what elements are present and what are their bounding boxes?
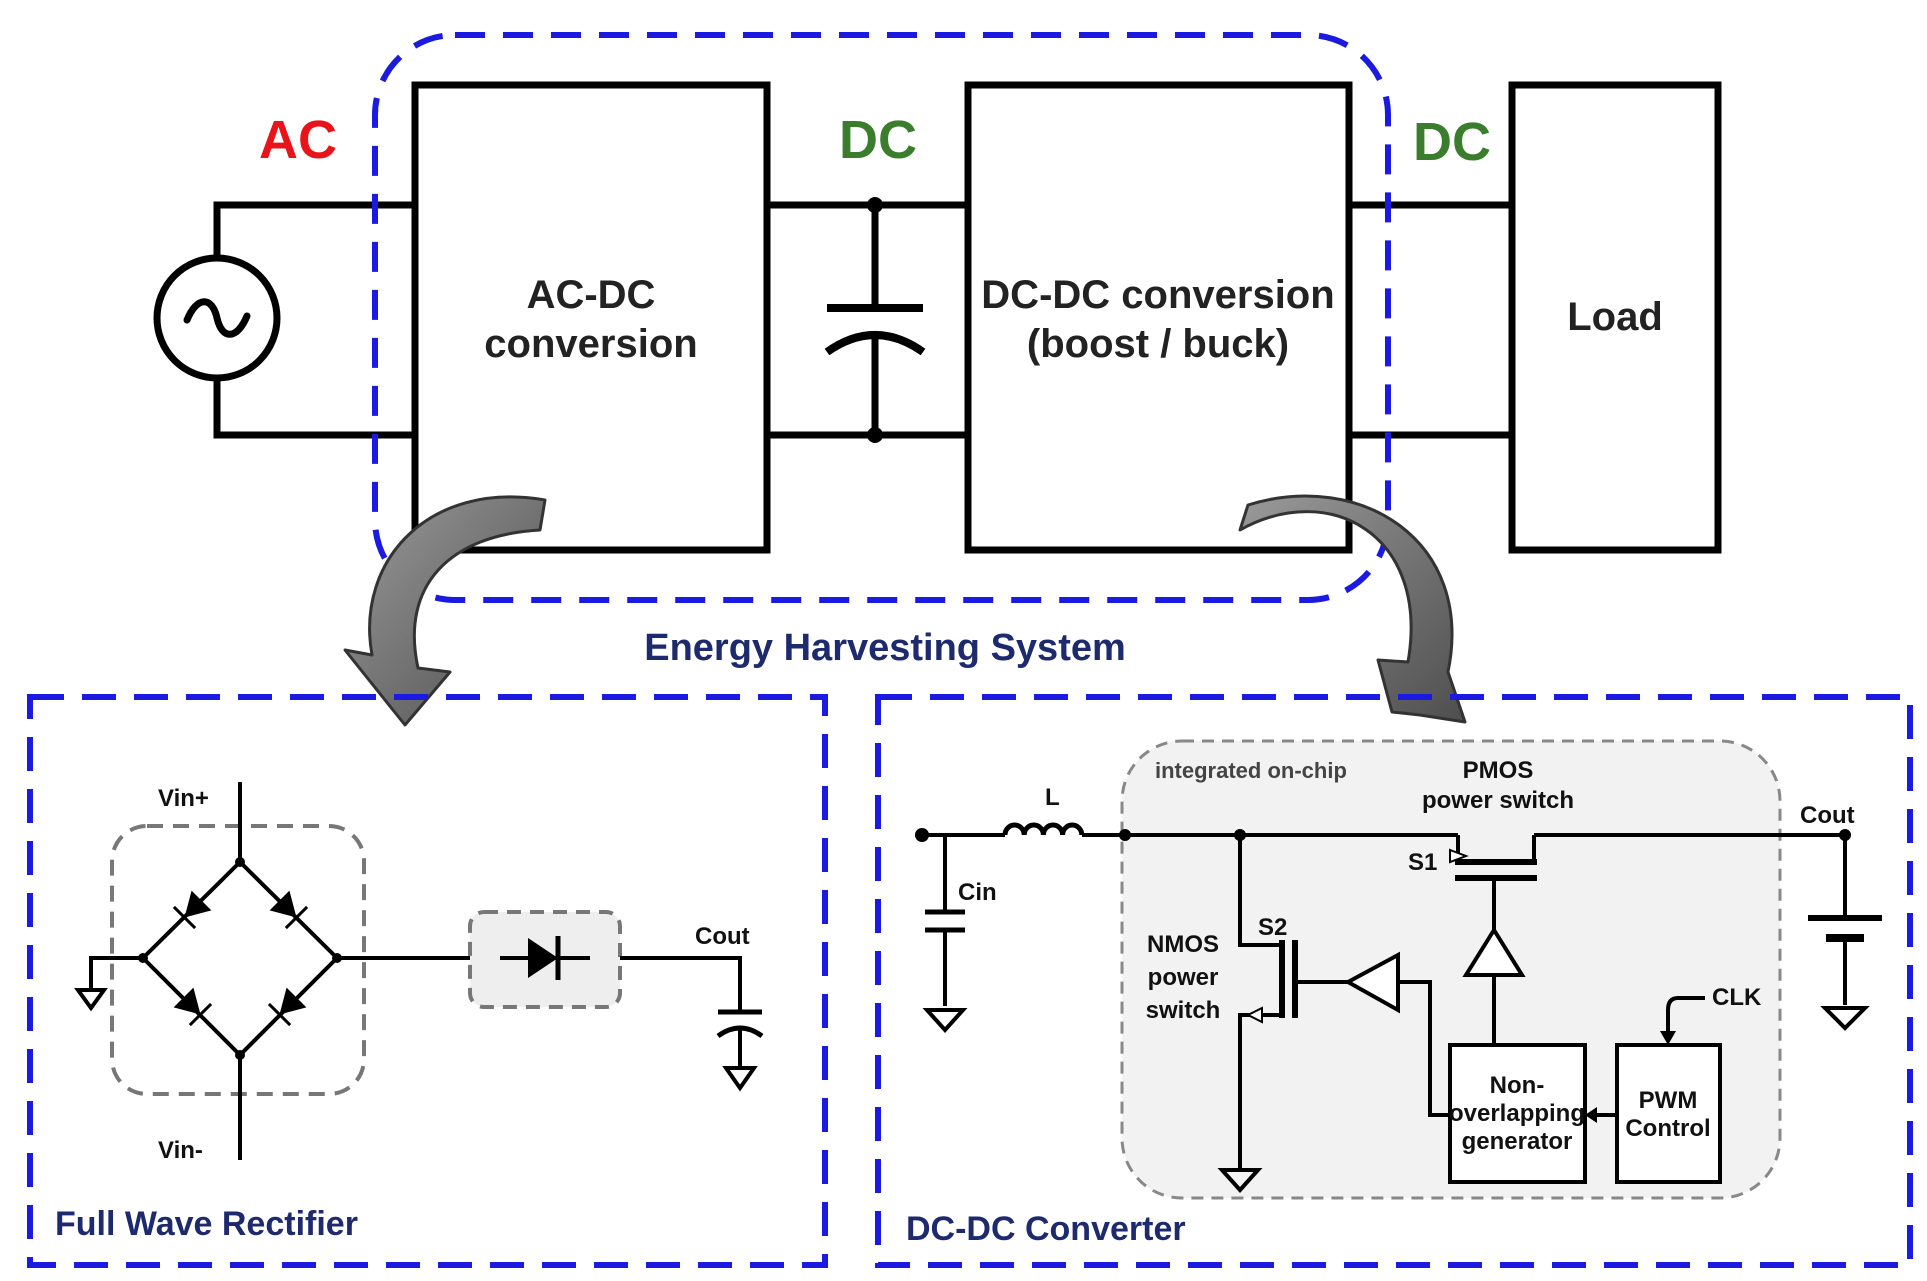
rectifier-panel xyxy=(27,694,828,1268)
bridge-node-bottom xyxy=(235,1050,245,1060)
series-diode-icon xyxy=(500,936,590,980)
bus-node-bottom xyxy=(867,427,883,443)
nmos-label-line3: switch xyxy=(1146,997,1221,1024)
clk-wire xyxy=(1666,996,1705,1035)
pmos-switch-icon xyxy=(1449,835,1537,930)
chip-input-node xyxy=(1119,829,1131,841)
nmos-driver-wire xyxy=(1398,980,1450,1117)
nonoverlap-label-line3: generator xyxy=(1462,1128,1573,1155)
pwm-label-line2: Control xyxy=(1625,1115,1710,1142)
pwm-label-line1: PWM xyxy=(1639,1087,1698,1114)
nmos-label-line1: NMOS xyxy=(1147,931,1219,958)
pwm-arrow-icon xyxy=(1585,1107,1597,1123)
energy-harvesting-boundary xyxy=(372,32,1391,603)
input-node xyxy=(915,828,929,842)
rectifier-title: Full Wave Rectifier xyxy=(55,1205,358,1243)
bridge-diode-2-icon xyxy=(269,890,309,930)
ac-label: AC xyxy=(259,110,337,170)
dcdc-conversion-block xyxy=(964,81,1353,554)
nonoverlap-generator-block xyxy=(1448,1043,1587,1184)
s2-label: S2 xyxy=(1258,914,1287,941)
rectifier-cout-label: Cout xyxy=(695,923,750,950)
nmos-ground-icon xyxy=(1217,1168,1263,1193)
energy-harvesting-caption: Energy Harvesting System xyxy=(644,627,1126,669)
ac-source xyxy=(153,254,281,382)
ac-source-wires xyxy=(213,201,419,439)
bridge-node-right xyxy=(332,953,342,963)
bus-capacitor-curved-plate xyxy=(824,331,926,356)
nmos-drain-wire xyxy=(1238,835,1282,947)
s1-label: S1 xyxy=(1408,849,1437,876)
converter-panel xyxy=(875,694,1913,1268)
bridge-node-top xyxy=(235,857,245,867)
clk-label: CLK xyxy=(1712,984,1762,1011)
load-label: Load xyxy=(1567,295,1663,339)
vin-plus-label: Vin+ xyxy=(158,785,209,812)
cin-ground-icon xyxy=(922,1008,968,1033)
nonoverlap-label-line1: Non- xyxy=(1490,1072,1545,1099)
pmos-label-line1: PMOS xyxy=(1463,757,1534,784)
clk-arrow-icon xyxy=(1660,1031,1676,1045)
acdc-conversion-block xyxy=(411,81,771,554)
dcdc-label-line2: (boost / buck) xyxy=(1027,322,1289,366)
rectifier-output-capacitor-icon xyxy=(716,1009,764,1092)
ground-icon xyxy=(74,988,108,1012)
bus-node-top xyxy=(867,197,883,213)
nmos-switch-icon xyxy=(1238,940,1298,1168)
converter-cout-label: Cout xyxy=(1800,802,1855,829)
rectifier-output-wire xyxy=(620,956,742,1010)
nmos-label-line2: power xyxy=(1148,964,1219,991)
output-node xyxy=(1839,829,1851,841)
cout-plate-bottom xyxy=(1826,934,1864,942)
converter-title: DC-DC Converter xyxy=(906,1210,1186,1248)
inductor-label: L xyxy=(1045,784,1060,811)
output-wires xyxy=(1345,201,1516,439)
inductor-icon xyxy=(1002,822,1085,836)
integrated-label: integrated on-chip xyxy=(1155,758,1347,783)
dc-label-middle: DC xyxy=(839,110,917,170)
bridge-diode-1-icon xyxy=(172,890,212,930)
bridge-diode-4-icon xyxy=(267,987,307,1027)
bridge-ground-wire xyxy=(89,956,143,990)
acdc-label-line2: conversion xyxy=(484,322,697,366)
dc-label-right: DC xyxy=(1413,112,1491,172)
dc-bus-wires xyxy=(763,201,972,439)
pmos-label-line2: power switch xyxy=(1422,787,1574,814)
cout-ground-icon xyxy=(1820,1006,1870,1031)
acdc-label-line1: AC-DC xyxy=(527,273,656,317)
curved-arrow-left-icon xyxy=(343,495,547,727)
nonoverlap-label-line2: overlapping xyxy=(1449,1100,1585,1127)
sine-wave-icon xyxy=(183,298,251,338)
dcdc-label-line1: DC-DC conversion xyxy=(981,273,1334,317)
load-block xyxy=(1508,81,1722,554)
curved-arrow-right-icon xyxy=(1238,494,1467,724)
bridge-node-left xyxy=(138,953,148,963)
cin-label: Cin xyxy=(958,879,997,906)
bridge-diode-3-icon xyxy=(173,987,213,1027)
vin-minus-label: Vin- xyxy=(158,1137,203,1164)
pwm-control-block xyxy=(1615,1043,1722,1184)
bridge-diamond xyxy=(140,859,340,1058)
